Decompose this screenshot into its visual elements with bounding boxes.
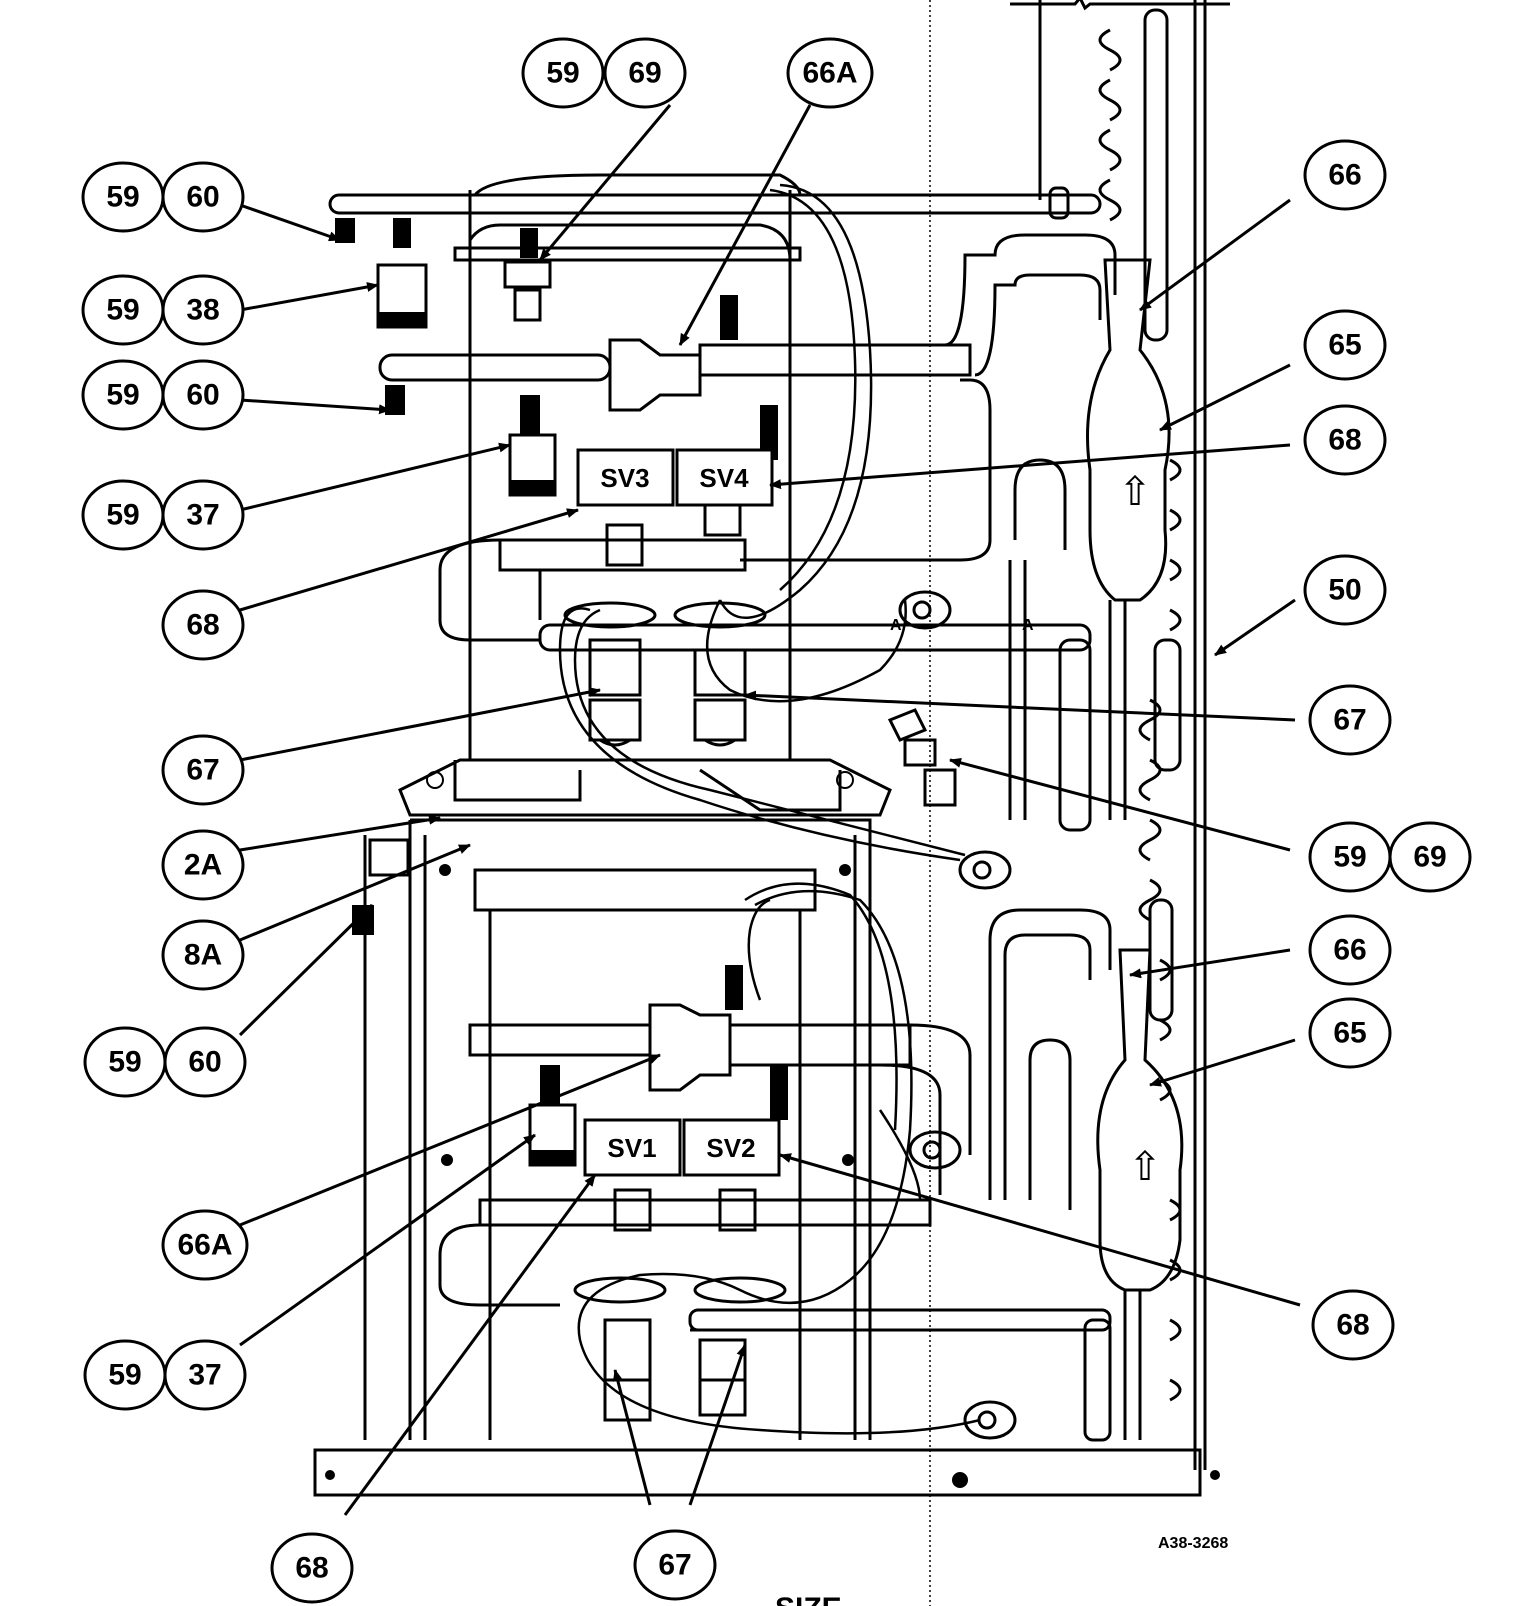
callout-59-38: 59 38 [81, 274, 245, 346]
svg-text:59: 59 [108, 1359, 141, 1392]
callout-66-lower: 66 [1308, 914, 1392, 986]
service-ports [887, 590, 1017, 1440]
valve-label-sv1: SV1 [583, 1118, 682, 1177]
svg-text:59: 59 [106, 379, 139, 412]
callout-68-left-upper: 68 [161, 589, 245, 661]
svg-text:37: 37 [188, 1359, 221, 1392]
svg-text:50: 50 [1328, 574, 1361, 607]
callout-68-bottom: 68 [270, 1532, 354, 1604]
caption-partial: SIZE [775, 1592, 842, 1606]
svg-text:66: 66 [1328, 159, 1361, 192]
callout-67-right: 67 [1308, 684, 1392, 756]
callout-66a-left: 66A [161, 1209, 249, 1281]
leader-lines [238, 104, 1301, 1516]
svg-text:59: 59 [106, 181, 139, 214]
svg-text:59: 59 [106, 499, 139, 532]
callout-67-bottom: 67 [633, 1529, 717, 1601]
valve-label-sv2: SV2 [682, 1118, 781, 1177]
lower-flow-arrow: ⇧ [1128, 1145, 1162, 1189]
svg-text:2A: 2A [184, 849, 222, 882]
upper-flow-arrow: ⇧ [1118, 470, 1152, 514]
svg-text:69: 69 [628, 57, 661, 90]
upper-piping [328, 173, 1117, 832]
upper-receiver [1086, 258, 1171, 820]
svg-text:67: 67 [1333, 704, 1366, 737]
valve-label-sv2-text: SV2 [706, 1133, 755, 1163]
upper-service-valves [563, 601, 767, 747]
svg-text:66A: 66A [177, 1229, 232, 1262]
valve-label-sv3: SV3 [576, 448, 675, 507]
drawing-number: A38-3268 [1158, 1535, 1228, 1552]
callout-59-37-b: 59 37 [83, 1339, 247, 1411]
valve-label-sv3-text: SV3 [600, 463, 649, 493]
valve-label-sv4: SV4 [675, 448, 774, 507]
lower-fittings [352, 838, 788, 1232]
svg-text:38: 38 [186, 294, 219, 327]
svg-text:60: 60 [186, 181, 219, 214]
callout-50: 50 [1303, 554, 1387, 626]
callout-59-60-b: 59 60 [81, 359, 245, 431]
callout-68-right-lower: 68 [1311, 1289, 1395, 1361]
svg-text:68: 68 [1336, 1309, 1369, 1342]
condenser-coil [1098, 8, 1182, 1402]
svg-text:67: 67 [658, 1549, 691, 1582]
svg-text:60: 60 [186, 379, 219, 412]
valve-label-sv1-text: SV1 [607, 1133, 656, 1163]
callout-66a-top: 66A [786, 37, 874, 109]
callout-67-left: 67 [161, 734, 245, 806]
callout-66-upper: 66 [1303, 139, 1387, 211]
mounting-bolts [325, 771, 1220, 1488]
svg-text:68: 68 [186, 609, 219, 642]
valve-label-sv4-text: SV4 [699, 463, 749, 493]
lower-service-valves [573, 1276, 787, 1422]
svg-text:60: 60 [188, 1046, 221, 1079]
svg-text:59: 59 [546, 57, 579, 90]
svg-text:59: 59 [1333, 841, 1366, 874]
svg-text:59: 59 [106, 294, 139, 327]
svg-text:68: 68 [295, 1552, 328, 1585]
lower-receiver [1096, 948, 1184, 1440]
callout-65-lower: 65 [1308, 997, 1392, 1069]
callout-65-upper: 65 [1303, 309, 1387, 381]
svg-text:67: 67 [186, 754, 219, 787]
svg-text:66: 66 [1333, 934, 1366, 967]
svg-text:8A: 8A [184, 939, 222, 972]
unit-frame [313, 0, 1230, 1606]
svg-text:65: 65 [1328, 329, 1361, 362]
callout-8a: 8A [161, 919, 245, 991]
callout-59-69-top: 59 69 [521, 37, 687, 109]
svg-text:66A: 66A [802, 57, 857, 90]
callout-59-37-a: 59 37 [81, 479, 245, 551]
lower-piping [438, 908, 1112, 1442]
callout-59-60-a: 59 60 [81, 161, 245, 233]
callout-59-60-c: 59 60 [83, 1026, 247, 1098]
section-mark-left: A [890, 617, 902, 634]
callout-2a: 2A [161, 829, 245, 901]
upper-fittings [335, 218, 778, 567]
svg-text:59: 59 [108, 1046, 141, 1079]
capillary-tubes [558, 183, 981, 1435]
svg-text:68: 68 [1328, 424, 1361, 457]
svg-text:37: 37 [186, 499, 219, 532]
section-mark-right: A [1022, 617, 1034, 634]
callout-59-69-right: 59 69 [1308, 821, 1472, 893]
svg-text:69: 69 [1413, 841, 1446, 874]
svg-text:65: 65 [1333, 1017, 1366, 1050]
callout-68-right-upper: 68 [1303, 404, 1387, 476]
